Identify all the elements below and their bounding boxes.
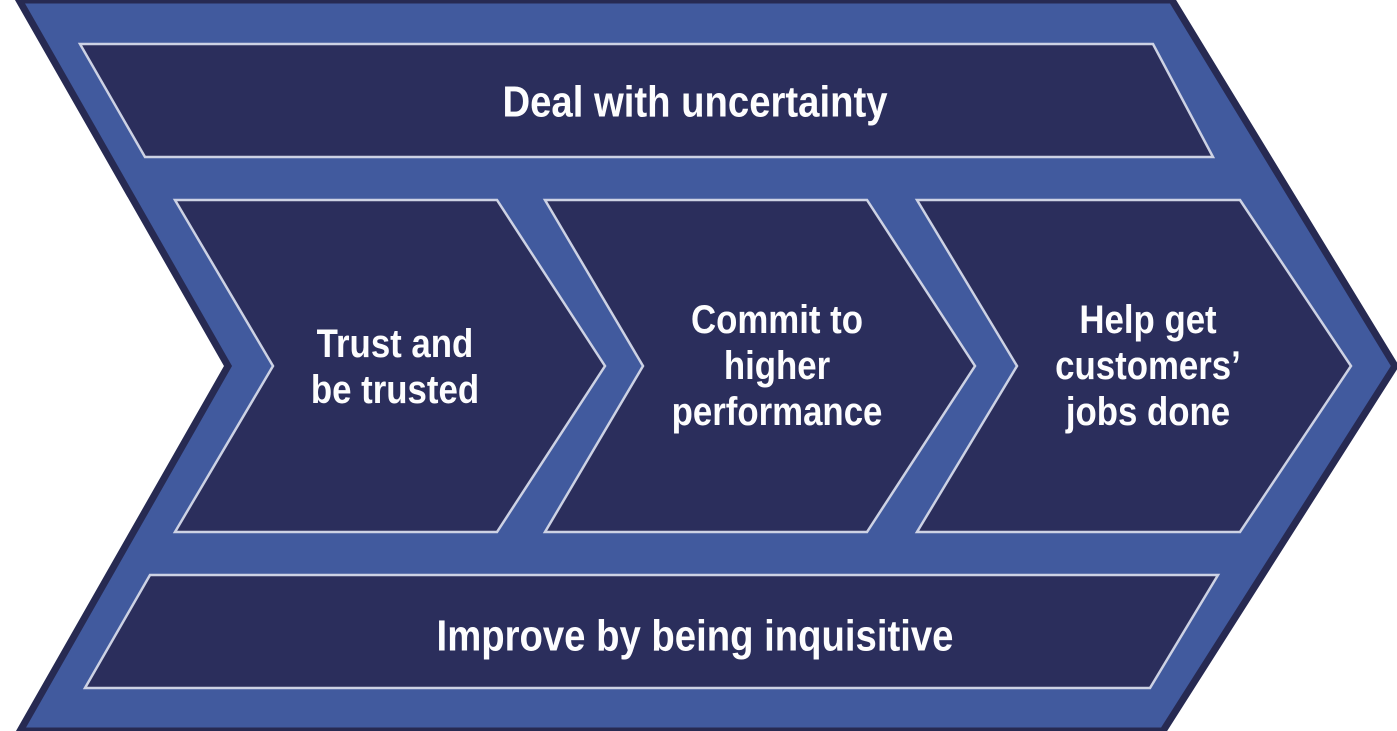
- step-1-chevron-shape: [172, 198, 607, 534]
- bottom-banner-label: Improve by being inquisitive: [436, 611, 954, 661]
- top-banner-label: Deal with uncertainty: [502, 77, 888, 127]
- bottom-banner-shape: [82, 573, 1221, 690]
- step-3-chevron-shape: [914, 198, 1353, 534]
- step-3-label: Help get customers’ jobs done: [1055, 298, 1241, 434]
- step-2-label: Commit to higher performance: [671, 298, 883, 434]
- step-2-chevron-shape: [542, 198, 977, 534]
- step-1-label: Trust and be trusted: [310, 322, 480, 412]
- top-banner-shape: [77, 42, 1216, 159]
